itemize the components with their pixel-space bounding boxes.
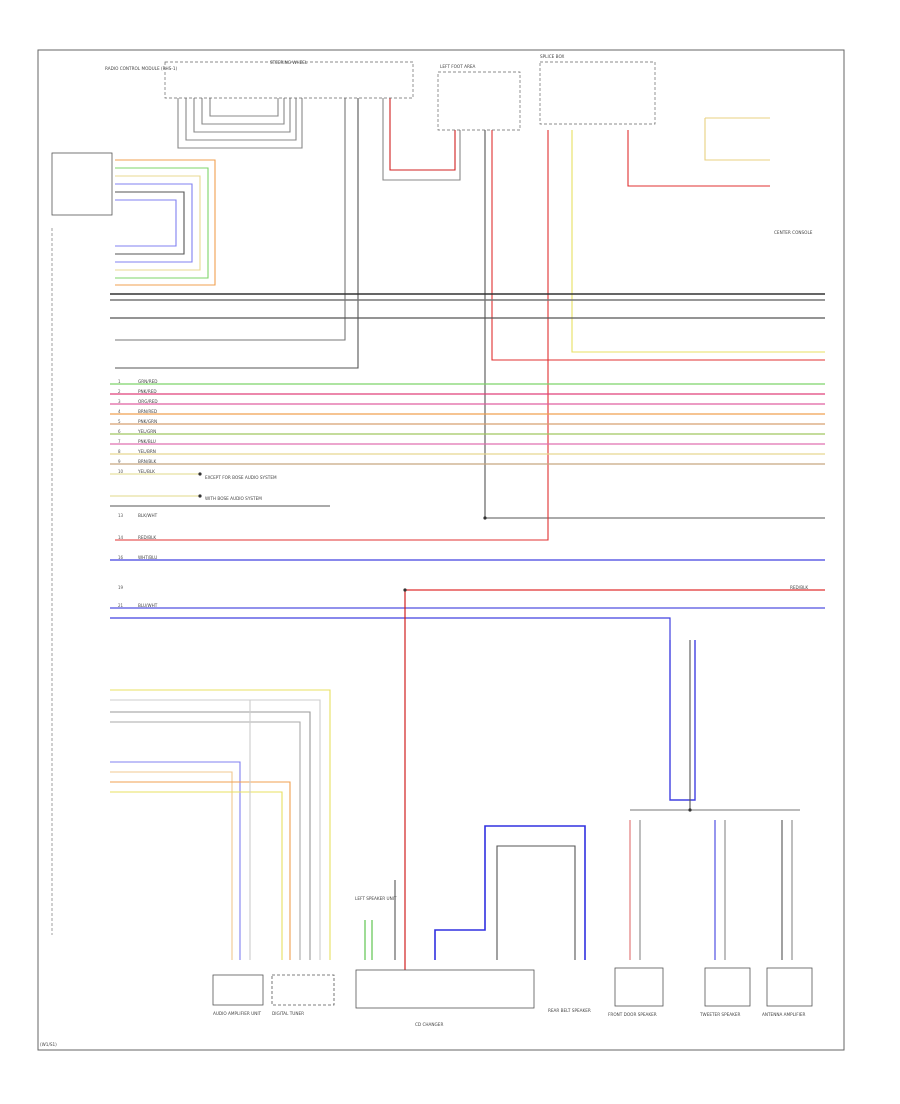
wire-code-14: RED/BLK <box>138 535 156 540</box>
wire-pin-8: 8 <box>118 449 121 454</box>
label-cd-changer: CD CHANGER <box>415 1022 443 1027</box>
wire-pin-19: 19 <box>118 585 124 590</box>
label-left-foot-area: LEFT FOOT AREA <box>440 64 476 69</box>
wire-code-1: GRN/RED <box>138 379 157 384</box>
wire-pin-9: 9 <box>118 459 121 464</box>
wire-pin-16: 16 <box>118 555 124 560</box>
left-harness-loops <box>115 159 216 286</box>
junction-dots <box>198 472 692 812</box>
label-audio-amplifier: AUDIO AMPLIFIER UNIT <box>213 1011 262 1016</box>
wire-pin-6: 6 <box>118 429 121 434</box>
label-steering-wheel: STEERING WHEEL <box>270 60 308 65</box>
wire-pin-21: 21 <box>118 603 124 608</box>
label-antenna-amplifier: ANTENNA AMPLIFIER <box>762 1012 806 1017</box>
wire-code-19: RED/BLK <box>790 585 808 590</box>
wire-code-6: YEL/GRN <box>137 429 156 434</box>
wire-code-labels: 1 GRN/RED 2 PNK/RED 3 ORG/RED 4 BRN/RED … <box>118 379 808 608</box>
wire-pin-7: 7 <box>118 439 121 444</box>
wire-code-21: BLU/WHT <box>138 603 158 608</box>
top-connector-labels: RADIO CONTROL MODULE (RHS-1) STEERING WH… <box>105 54 813 235</box>
wire-code-5: PNK/GRN <box>138 419 157 424</box>
top-harness <box>115 98 825 541</box>
wire-pin-13: 13 <box>118 513 124 518</box>
wire-pin-3: 3 <box>118 399 121 404</box>
bottom-components <box>212 967 813 1009</box>
page-label: (W1/S1) <box>40 1042 57 1047</box>
note-with-bose: WITH BOSE AUDIO SYSTEM <box>205 496 262 501</box>
wire-pin-4: 4 <box>118 409 121 414</box>
label-front-door-speaker: FRONT DOOR SPEAKER <box>608 1012 657 1017</box>
lower-harness <box>110 640 800 960</box>
label-radio-control-module: RADIO CONTROL MODULE (RHS-1) <box>105 66 178 71</box>
label-center-console: CENTER CONSOLE <box>774 230 813 235</box>
wire-pin-2: 2 <box>118 389 121 394</box>
wire-code-10: YEL/BLK <box>137 469 155 474</box>
wire-code-4: BRN/RED <box>138 409 157 414</box>
label-rear-belt-speaker: REAR BELT SPEAKER <box>548 1008 591 1013</box>
wire-code-16: WHT/BLU <box>138 555 157 560</box>
horizontal-wires <box>110 293 825 970</box>
note-except-bose: EXCEPT FOR BOSE AUDIO SYSTEM <box>205 475 277 480</box>
wire-code-8: YEL/BRN <box>137 449 156 454</box>
top-connectors <box>164 61 656 131</box>
wire-code-9: BRN/BLK <box>138 459 157 464</box>
wire-pin-10: 10 <box>118 469 124 474</box>
wire-code-2: PNK/RED <box>138 389 157 394</box>
label-digital-tuner: DIGITAL TUNER <box>272 1011 304 1016</box>
wire-code-3: ORG/RED <box>138 399 158 404</box>
wire-code-7: PNK/BLU <box>138 439 156 444</box>
wire-pin-14: 14 <box>118 535 124 540</box>
diagram-frame <box>37 49 845 1051</box>
wire-pin-5: 5 <box>118 419 121 424</box>
label-left-speaker: LEFT SPEAKER UNIT <box>355 896 397 901</box>
wire-code-13: BLK/WHT <box>138 513 158 518</box>
wire-pin-1: 1 <box>118 379 121 384</box>
label-splice-box: SPLICE BOX <box>540 54 564 59</box>
label-tweeter-speaker: TWEETER SPEAKER <box>699 1012 741 1017</box>
component-labels: AUDIO AMPLIFIER UNIT DIGITAL TUNER LEFT … <box>213 896 806 1027</box>
radio-module-box <box>51 152 113 216</box>
